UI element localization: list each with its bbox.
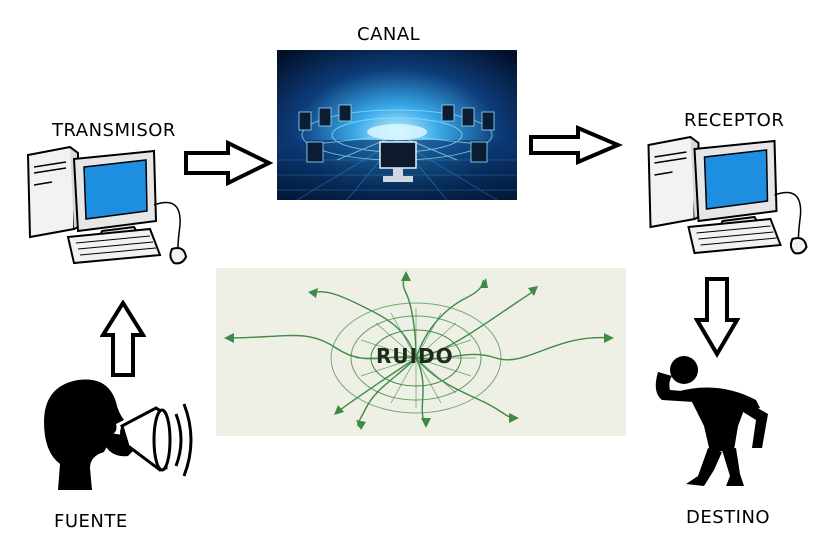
network-channel-image <box>277 50 517 200</box>
person-megaphone-icon <box>44 379 193 490</box>
arrow-right-icon <box>529 125 623 165</box>
arrow-up-icon <box>100 300 146 377</box>
transmitter-computer-icon <box>26 145 188 265</box>
receiver-computer-icon <box>647 135 808 255</box>
noise-panel: RUIDO <box>216 268 626 436</box>
transmisor-label: TRANSMISOR <box>52 120 176 141</box>
canal-label: CANAL <box>357 24 421 45</box>
arrow-right-icon <box>184 140 273 186</box>
arrow-down-icon <box>694 277 740 358</box>
fuente-label: FUENTE <box>54 511 128 532</box>
person-listening-icon <box>655 356 768 486</box>
destino-label: DESTINO <box>686 507 771 528</box>
ruido-label: RUIDO <box>376 344 454 368</box>
noise-illustration <box>216 268 626 436</box>
receptor-label: RECEPTOR <box>684 110 785 131</box>
